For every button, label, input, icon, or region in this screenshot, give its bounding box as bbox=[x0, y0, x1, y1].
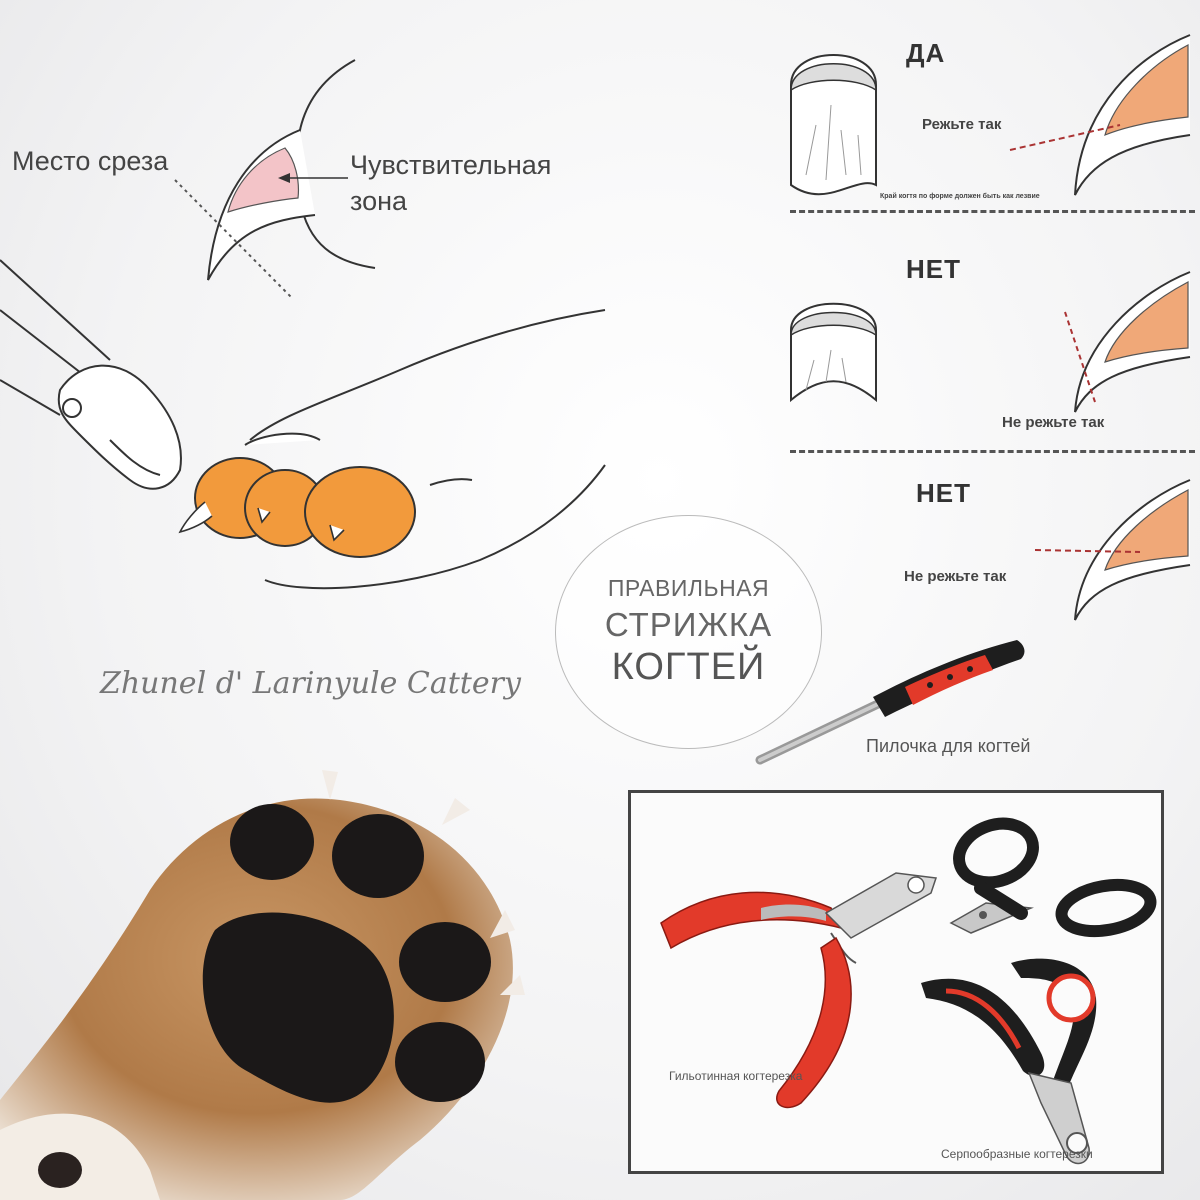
title-line-3: КОГТЕЙ bbox=[611, 646, 766, 688]
row-divider-2 bbox=[790, 450, 1195, 453]
title-line-1: ПРАВИЛЬНАЯ bbox=[607, 575, 770, 601]
sickle-clipper-label: Серпообразные когтерезки bbox=[941, 1147, 1093, 1161]
row1-note: Край когтя по форме должен быть как лезв… bbox=[880, 193, 1040, 200]
claw-front-view-correct bbox=[790, 54, 877, 196]
nail-file-image bbox=[755, 640, 1025, 765]
scissor-clipper-image bbox=[949, 817, 1157, 938]
cattery-signature: Zhunel d' Larinyule Cattery bbox=[100, 666, 521, 701]
clippers-frame: Гильотинная когтерезка Серпообразные ког… bbox=[628, 790, 1164, 1174]
row3-instruction: Не режьте так bbox=[904, 568, 1007, 585]
guillotine-clipper-label: Гильотинная когтерезка bbox=[669, 1069, 803, 1083]
title-circle: ПРАВИЛЬНАЯ СТРИЖКА КОГТЕЙ bbox=[555, 515, 822, 749]
sickle-clipper-image bbox=[921, 958, 1097, 1165]
row2-verdict: НЕТ bbox=[906, 254, 961, 284]
paw-photo bbox=[0, 770, 525, 1200]
clipper-and-paw-illustration bbox=[0, 259, 606, 590]
row-divider-1 bbox=[790, 210, 1195, 213]
row1-verdict: ДА bbox=[906, 38, 946, 68]
claw-side-view-wrong-2 bbox=[1034, 479, 1191, 621]
guillotine-clipper-image bbox=[660, 872, 938, 1109]
claw-front-view-wrong bbox=[790, 302, 877, 403]
claw-side-view-correct bbox=[1009, 34, 1191, 196]
row3-verdict: НЕТ bbox=[916, 478, 971, 508]
nail-file-label: Пилочка для когтей bbox=[866, 736, 1031, 756]
sensitive-zone-label: Чувствительная bbox=[350, 150, 552, 180]
claw-anatomy-drawing bbox=[174, 59, 376, 299]
row2-instruction: Не режьте так bbox=[1002, 414, 1105, 431]
title-line-2: СТРИЖКА bbox=[604, 606, 773, 643]
sensitive-zone-label-2: зона bbox=[350, 186, 408, 216]
claw-side-view-wrong-1 bbox=[1064, 271, 1191, 413]
row1-instruction: Режьте так bbox=[922, 116, 1002, 133]
cut-place-label: Место среза bbox=[12, 146, 169, 176]
